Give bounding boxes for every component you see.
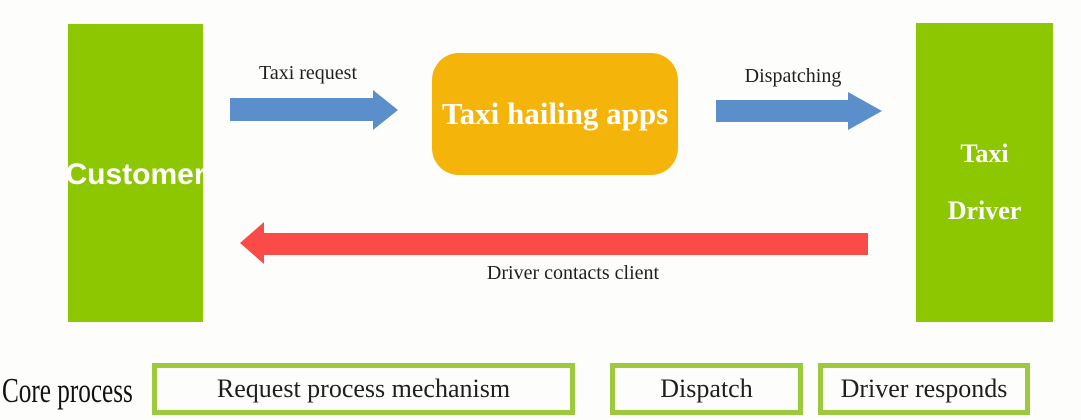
taxi-driver-label: Taxi Driver [916,125,1053,239]
driver-contacts-client-label: Driver contacts client [486,262,660,284]
step-dispatch: Dispatch [610,363,803,415]
driver-contacts-arrow-head-icon [240,222,264,264]
driver-contacts-arrow-shaft [263,233,868,255]
dispatching-arrow-shaft [716,100,848,122]
step-driver-responds-label: Driver responds [840,374,1008,403]
dispatching-label: Dispatching [744,65,842,87]
core-process-label: Core process [2,371,133,410]
customer-label: Customer [65,158,206,191]
step-driver-responds: Driver responds [818,363,1030,415]
taxi-hailing-apps-box: Taxi hailing apps [432,53,678,175]
customer-box: Customer [65,24,206,322]
taxi-driver-box: Taxi Driver [916,23,1053,322]
taxi-request-label: Taxi request [258,62,358,84]
step-request-process-mechanism: Request process mechanism [152,363,575,415]
taxi-request-arrow-shaft [230,98,373,121]
step-dispatch-label: Dispatch [660,374,753,403]
taxi-hailing-apps-label: Taxi hailing apps [441,96,669,131]
dispatching-arrow-head-icon [848,92,882,130]
taxi-driver-label-line1: Taxi [960,139,1009,168]
step-request-process-mechanism-label: Request process mechanism [216,374,511,403]
taxi-request-arrow-head-icon [373,90,398,130]
taxi-driver-label-line2: Driver [947,196,1022,225]
